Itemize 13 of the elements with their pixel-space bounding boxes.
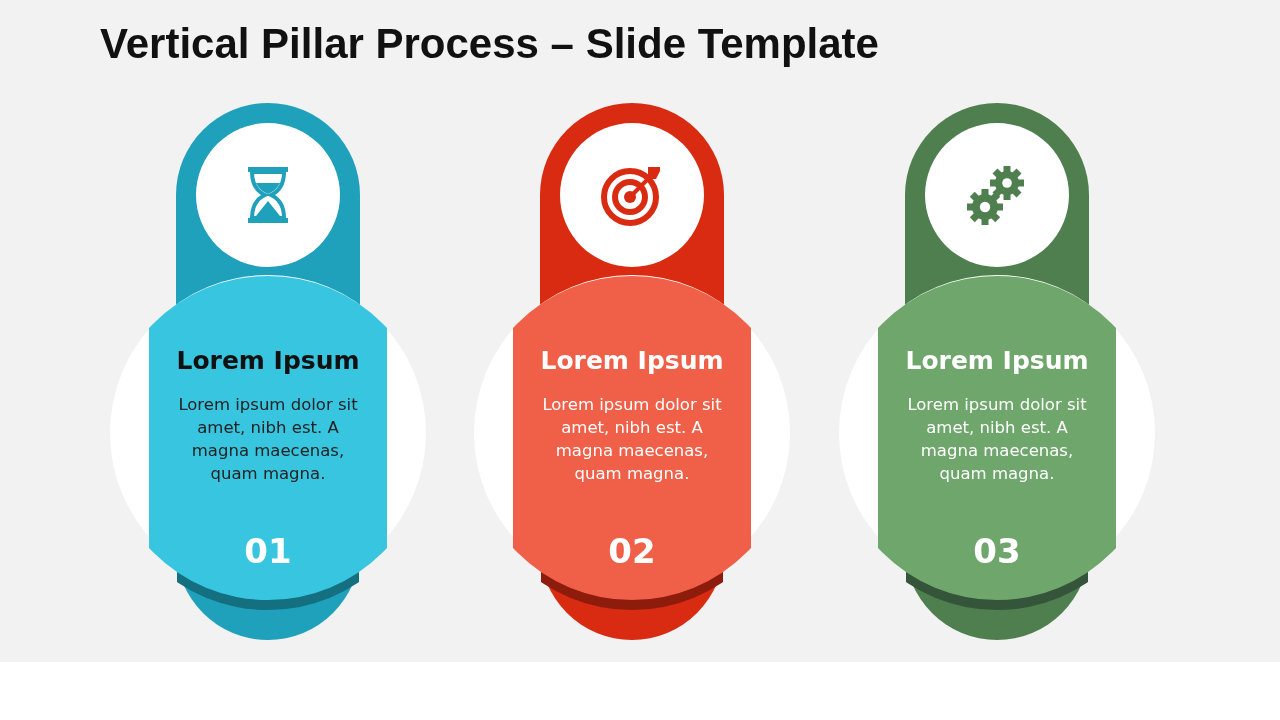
pillar-card — [110, 103, 426, 643]
step-heading: Lorem Ipsum — [176, 346, 360, 375]
step-number: 03 — [973, 531, 1021, 571]
step-heading: Lorem Ipsum — [540, 346, 724, 375]
pillar-card — [474, 103, 790, 643]
step-number: 02 — [608, 531, 656, 571]
step-description: Lorem ipsum dolor sit amet, nibh est. A magna maecenas, quam magna. — [541, 394, 723, 485]
step-description: Lorem ipsum dolor sit amet, nibh est. A magna maecenas, quam magna. — [177, 394, 359, 485]
pillar-card — [839, 103, 1155, 643]
slide-title: Vertical Pillar Process – Slide Template — [100, 20, 879, 68]
step-heading: Lorem Ipsum — [905, 346, 1089, 375]
step-description: Lorem ipsum dolor sit amet, nibh est. A magna maecenas, quam magna. — [906, 394, 1088, 485]
step-number: 01 — [244, 531, 292, 571]
